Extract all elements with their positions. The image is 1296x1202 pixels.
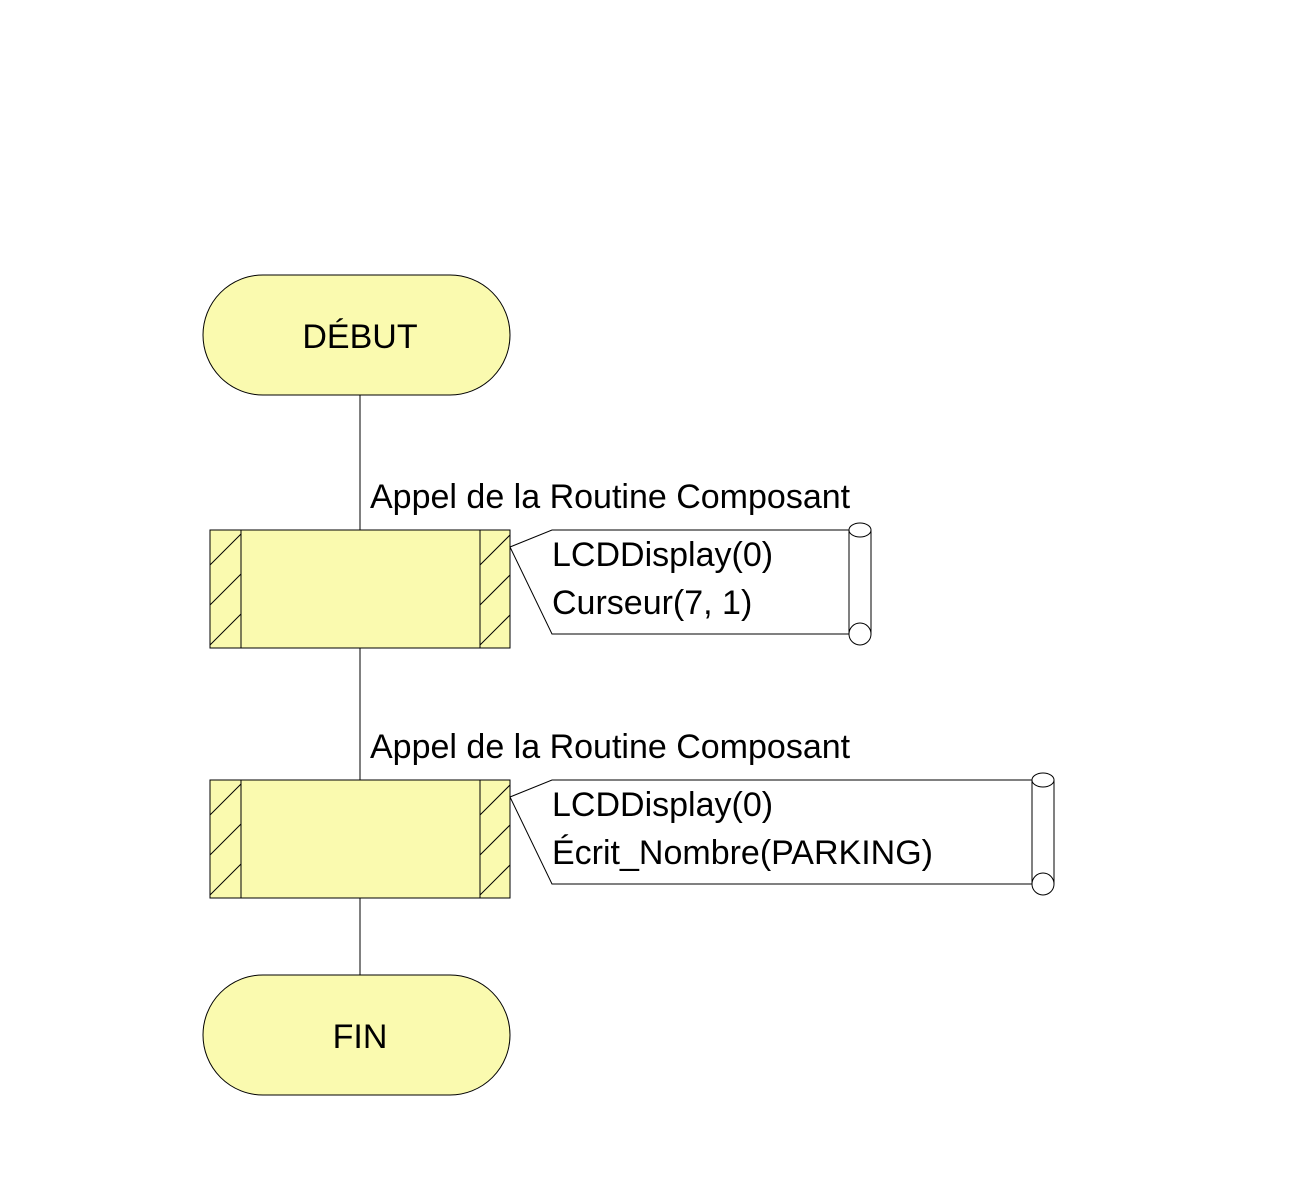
end-terminator-shape <box>202 974 511 1096</box>
call-2-hatch-right <box>479 784 511 896</box>
call-1-box <box>209 529 511 649</box>
call-2-parameter-note: LCDDisplay(0) Écrit_Nombre(PARKING) <box>509 772 1055 896</box>
call-2-box <box>209 779 511 899</box>
call-1-note-line-2: Curseur(7, 1) <box>552 584 752 622</box>
call-1-caption: Appel de la Routine Composant <box>370 478 851 516</box>
call-2-caption: Appel de la Routine Composant <box>370 728 851 766</box>
start-terminator-shape <box>202 274 511 396</box>
end-label: FIN <box>333 1018 388 1056</box>
start-terminator[interactable]: DÉBUT <box>202 274 511 396</box>
end-terminator[interactable]: FIN <box>202 974 511 1096</box>
call-2-note-line-1: LCDDisplay(0) <box>552 786 773 824</box>
call-1-hatch-right <box>479 534 511 646</box>
component-call-block-2[interactable]: Appel de la Routine Composant <box>209 728 851 899</box>
component-call-block-1[interactable]: Appel de la Routine Composant <box>209 478 851 649</box>
call-2-hatch-left <box>209 783 242 896</box>
call-1-parameter-note: LCDDisplay(0) Curseur(7, 1) <box>509 522 872 646</box>
start-label: DÉBUT <box>302 318 417 356</box>
call-1-hatch-left <box>209 533 242 646</box>
call-1-note-line-1: LCDDisplay(0) <box>552 536 773 574</box>
call-2-note-line-2: Écrit_Nombre(PARKING) <box>552 834 933 872</box>
